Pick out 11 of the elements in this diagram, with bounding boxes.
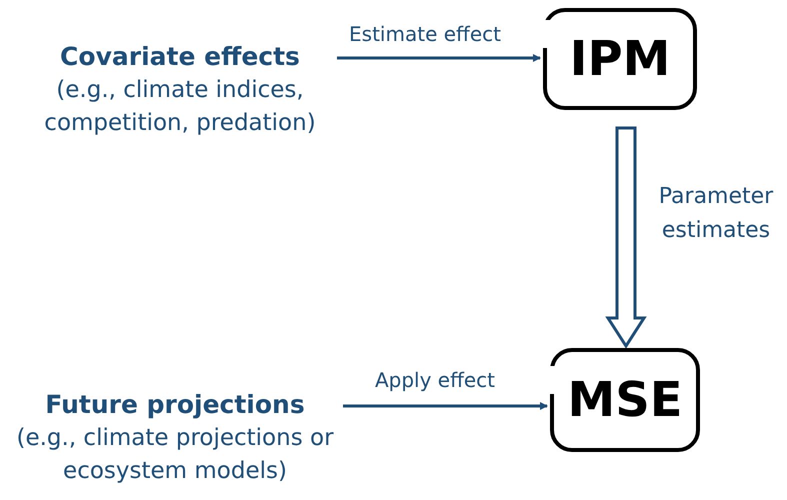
heading-text: Future projections [44, 389, 306, 421]
box-label: IPM [570, 31, 670, 87]
arrow [337, 54, 541, 62]
block-arrow [605, 126, 647, 349]
description-text: (e.g., climate projections or ecosystem models) [15, 424, 335, 486]
rounded-box [543, 8, 697, 110]
rounded-box [550, 348, 700, 452]
description-text: (e.g., climate indices, competition, predation) [43, 76, 317, 138]
heading-text: Covariate effects [59, 41, 301, 73]
arrow [343, 402, 548, 410]
box-label: MSE [567, 372, 683, 428]
